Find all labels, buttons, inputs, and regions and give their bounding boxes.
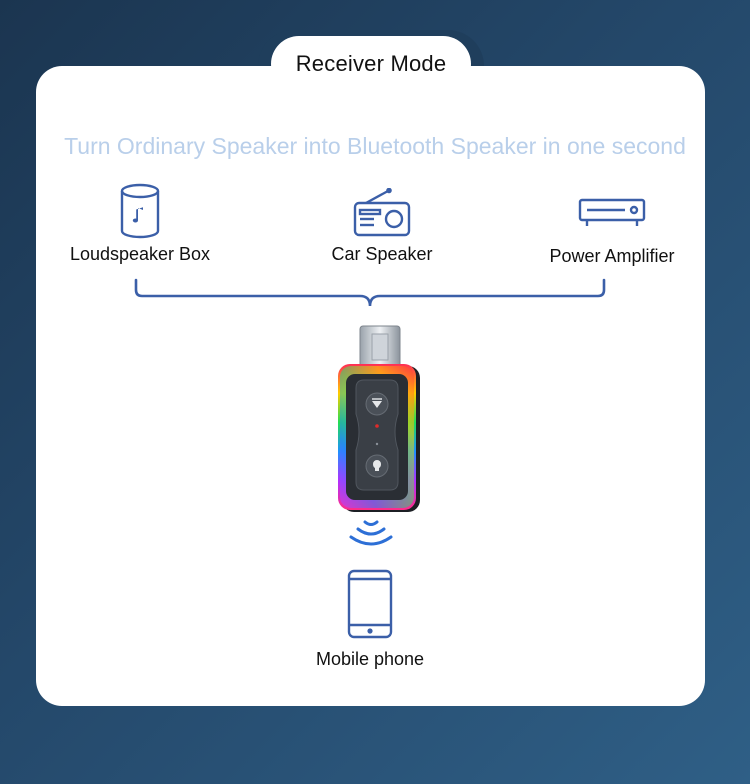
device-label: Loudspeaker Box (69, 244, 211, 264)
mode-title: Receiver Mode (271, 36, 471, 92)
device-label: Car Speaker (331, 244, 433, 264)
mobile-phone: Mobile phone (290, 569, 450, 670)
loudspeaker-box-icon (120, 183, 160, 239)
device-loudspeaker-box: Loudspeaker Box (60, 182, 220, 265)
car-radio-icon (353, 188, 411, 237)
mobile-phone-icon (347, 569, 393, 639)
device-label: Power Amplifier (549, 246, 675, 266)
power-amplifier-icon (578, 198, 646, 226)
bluetooth-receiver-dongle (338, 325, 420, 512)
device-power-amplifier: Power Amplifier (532, 196, 692, 267)
device-car-speaker: Car Speaker (302, 188, 462, 265)
devices-bracket (134, 278, 606, 307)
tagline: Turn Ordinary Speaker into Bluetooth Spe… (64, 133, 686, 159)
phone-label: Mobile phone (315, 649, 425, 669)
wireless-signal-icon (349, 520, 393, 546)
